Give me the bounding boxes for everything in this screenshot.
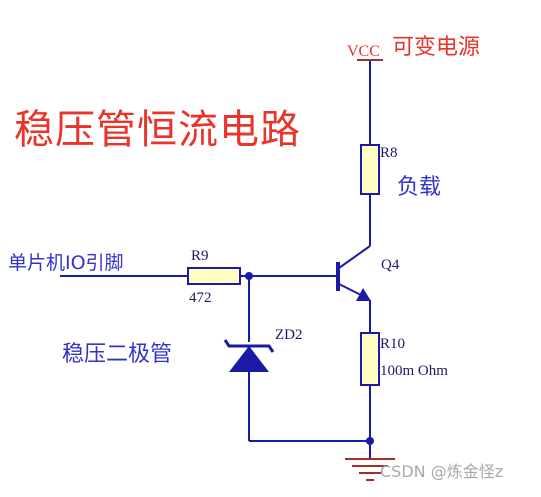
r8-ref: R8 (380, 145, 398, 161)
vcc-label: VCC (347, 43, 380, 60)
zener-note: 稳压二极管 (62, 342, 173, 367)
resistor-r9 (187, 267, 241, 285)
load-note: 负载 (397, 175, 442, 200)
watermark: CSDN @炼金怪z (380, 462, 504, 481)
zener-zd2 (223, 339, 275, 372)
junction-base (245, 272, 253, 280)
transistor-q4 (336, 245, 371, 301)
resistor-r10 (360, 332, 380, 386)
input-label: 单片机IO引脚 (8, 252, 124, 274)
diagram-title: 稳压管恒流电路 (14, 107, 301, 153)
r9-value: 472 (189, 290, 212, 306)
ground-symbol (345, 458, 395, 481)
junction-ground (366, 437, 374, 445)
r10-ref: R10 (380, 336, 406, 352)
q4-ref: Q4 (381, 257, 400, 273)
r9-ref: R9 (191, 248, 209, 264)
zd2-ref: ZD2 (275, 327, 303, 343)
emitter-arrow (356, 288, 371, 301)
resistor-r8 (360, 144, 380, 195)
r10-value: 100m Ohm (380, 363, 448, 379)
supply-note: 可变电源 (392, 35, 481, 60)
wires (60, 60, 371, 458)
